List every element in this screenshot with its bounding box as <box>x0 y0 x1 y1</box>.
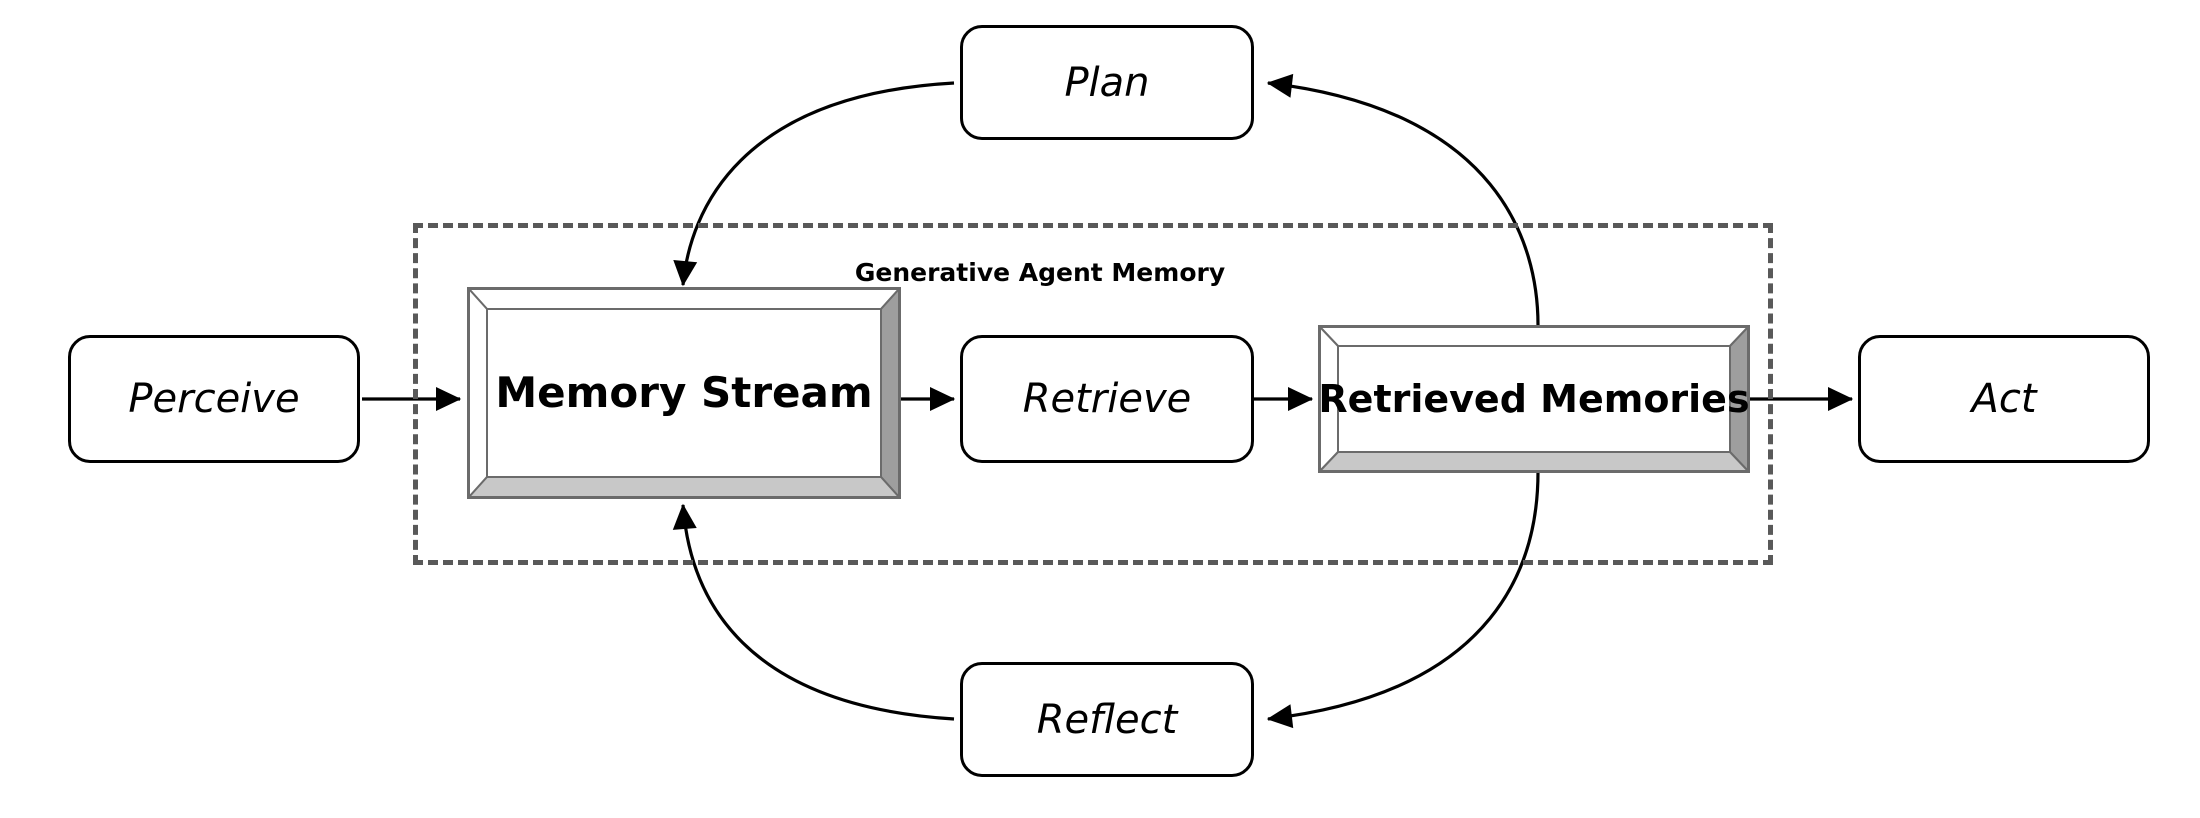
node-retrieve[interactable]: Retrieve <box>960 335 1254 463</box>
memory-stream-inner: Memory Stream <box>467 287 901 499</box>
retrieved-memories-bevel-frame <box>1318 325 1750 473</box>
node-plan-label: Plan <box>1064 59 1150 106</box>
generative-agent-memory-boundary <box>413 223 1773 565</box>
node-plan[interactable]: Plan <box>960 25 1254 140</box>
node-memory-stream[interactable]: Memory Stream <box>467 287 901 499</box>
boundary-label: Generative Agent Memory <box>854 258 1226 287</box>
node-perceive[interactable]: Perceive <box>68 335 360 463</box>
node-reflect[interactable]: Reflect <box>960 662 1254 777</box>
node-retrieved-memories[interactable]: Retrieved Memories <box>1318 325 1750 473</box>
node-retrieve-label: Retrieve <box>1022 376 1192 422</box>
node-perceive-label: Perceive <box>128 376 300 422</box>
retrieved-memories-inner: Retrieved Memories <box>1318 325 1750 473</box>
node-retrieved-memories-label: Retrieved Memories <box>1318 377 1750 421</box>
node-act-label: Act <box>1971 376 2037 422</box>
node-reflect-label: Reflect <box>1036 696 1178 743</box>
memory-stream-bevel-frame <box>467 287 901 499</box>
node-act[interactable]: Act <box>1858 335 2150 463</box>
node-memory-stream-label: Memory Stream <box>495 368 873 417</box>
